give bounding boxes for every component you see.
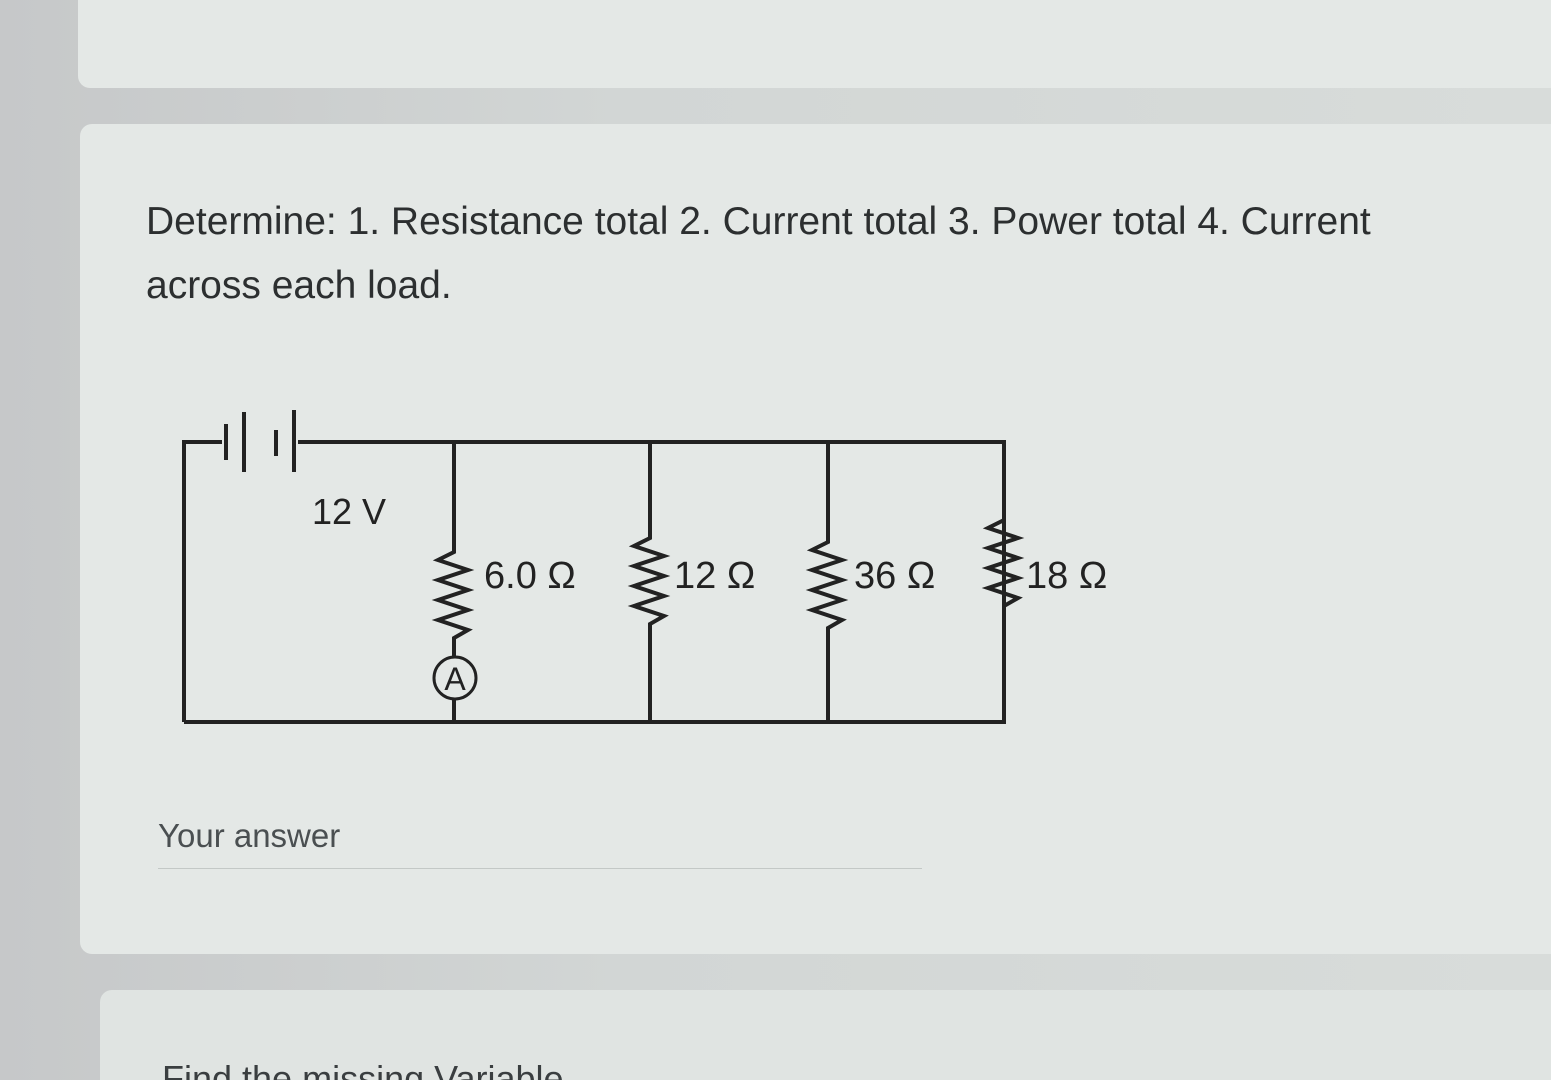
resistor-2-wire — [627, 442, 671, 722]
resistor-2-label: 12 Ω — [674, 555, 755, 597]
question-text: Determine: 1. Resistance total 2. Curren… — [146, 200, 1371, 307]
wire-left — [182, 440, 222, 722]
answer-input[interactable] — [158, 864, 922, 869]
previous-question-card — [78, 0, 1551, 88]
resistor-3-wire — [805, 442, 849, 722]
source-voltage-label: 12 V — [312, 491, 386, 532]
resistor-3-label: 36 Ω — [854, 555, 935, 597]
question-card: Determine: 1. Resistance total 2. Curren… — [80, 124, 1551, 954]
next-question-card: Find the missing Variable — [100, 990, 1551, 1080]
next-question-title: Find the missing Variable — [162, 1058, 564, 1080]
resistor-4-label: 18 Ω — [1026, 555, 1107, 597]
resistor-1-wire — [431, 442, 475, 656]
resistor-1-label: 6.0 Ω — [484, 555, 576, 597]
circuit-diagram: A 12 V 6.0 Ω 12 Ω 36 Ω 18 Ω — [182, 410, 1107, 724]
answer-placeholder-label: Your answer — [158, 817, 341, 854]
ammeter-icon — [432, 655, 478, 701]
resistor-4-wire — [981, 442, 1025, 608]
ammeter-label: A — [444, 661, 466, 697]
